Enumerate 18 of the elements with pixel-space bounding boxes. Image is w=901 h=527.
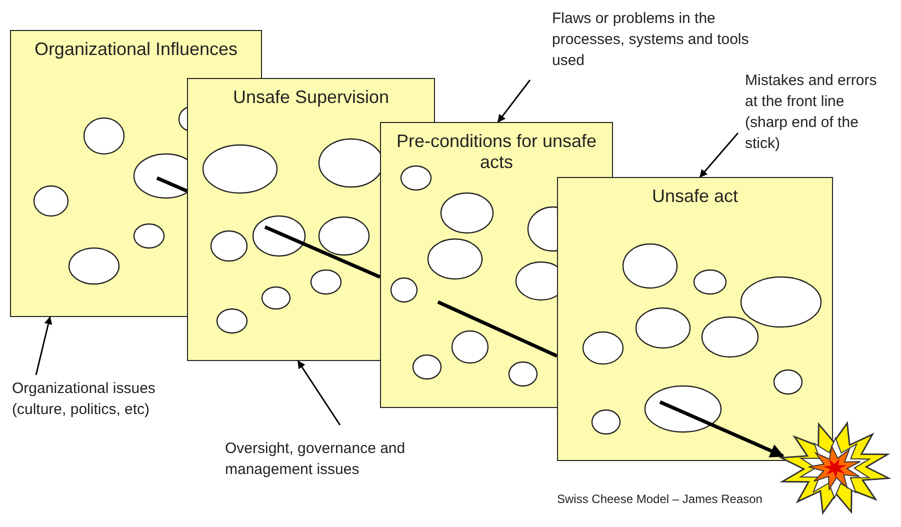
slice-title: Pre-conditions for unsafe acts [395, 131, 598, 173]
leader-arrow [297, 360, 341, 426]
callout-text: Oversight, governance and management issues [225, 438, 455, 480]
trajectory-arrow [659, 400, 784, 458]
caption: Swiss Cheese Model – James Reason [557, 492, 762, 506]
leader-arrow [497, 80, 531, 123]
trajectory-line [437, 300, 558, 358]
callout-text: Mistakes and errors at the front line (sharp end of the stick) [745, 70, 890, 154]
trajectory-line [264, 225, 381, 279]
cheese-slice [557, 177, 833, 461]
callout-text: Organizational issues (culture, politics, etc) [12, 378, 197, 420]
slice-title: Unsafe act [652, 186, 738, 207]
leader-arrow [699, 132, 739, 178]
slice-title: Unsafe Supervision [232, 87, 390, 108]
leader-arrow [35, 316, 52, 376]
slice-title: Organizational Influences [34, 39, 238, 60]
callout-text: Flaws or problems in the processes, systems and tools used [552, 8, 777, 71]
trajectory-line [156, 176, 188, 193]
